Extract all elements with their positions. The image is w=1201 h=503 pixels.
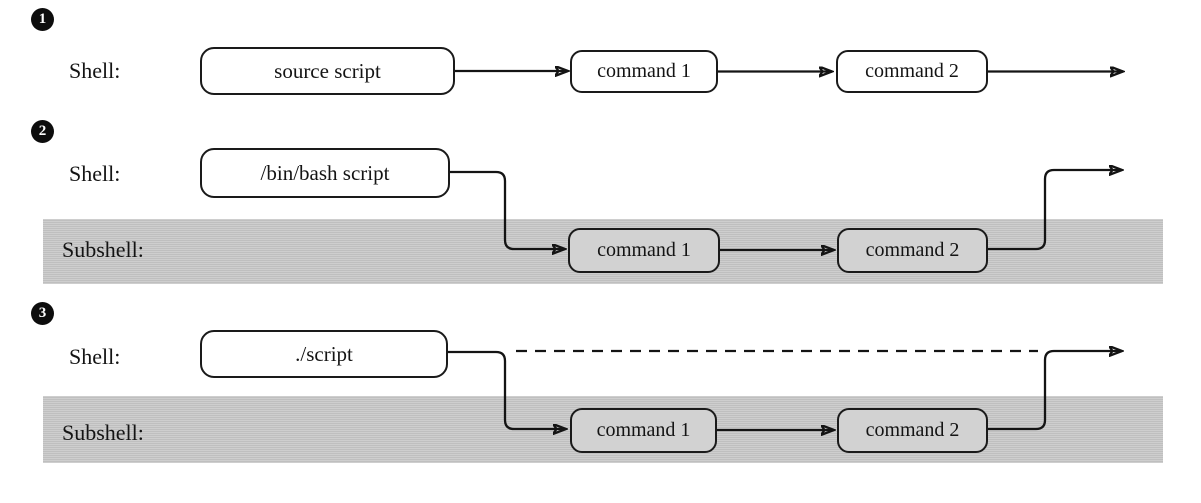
command1-box-s2: command 1 bbox=[568, 228, 720, 273]
subshell-label-2: Subshell: bbox=[62, 237, 144, 262]
command2-box-s1: command 2 bbox=[836, 50, 988, 93]
script-box-dotslash: ./script bbox=[200, 330, 448, 378]
script-box-bash: /bin/bash script bbox=[200, 148, 450, 198]
shell-label-2: Shell: bbox=[69, 161, 121, 186]
shell-label-1: Shell: bbox=[69, 58, 121, 83]
script-box-source: source script bbox=[200, 47, 455, 95]
section-1-badge: 1 bbox=[31, 8, 54, 31]
command2-box-s3: command 2 bbox=[837, 408, 988, 453]
shell-label-3: Shell: bbox=[69, 344, 121, 369]
command1-box-s3: command 1 bbox=[570, 408, 717, 453]
section-3-badge: 3 bbox=[31, 302, 54, 325]
section-2-badge: 2 bbox=[31, 120, 54, 143]
command2-box-s2: command 2 bbox=[837, 228, 988, 273]
subshell-label-3: Subshell: bbox=[62, 420, 144, 445]
command1-box-s1: command 1 bbox=[570, 50, 718, 93]
